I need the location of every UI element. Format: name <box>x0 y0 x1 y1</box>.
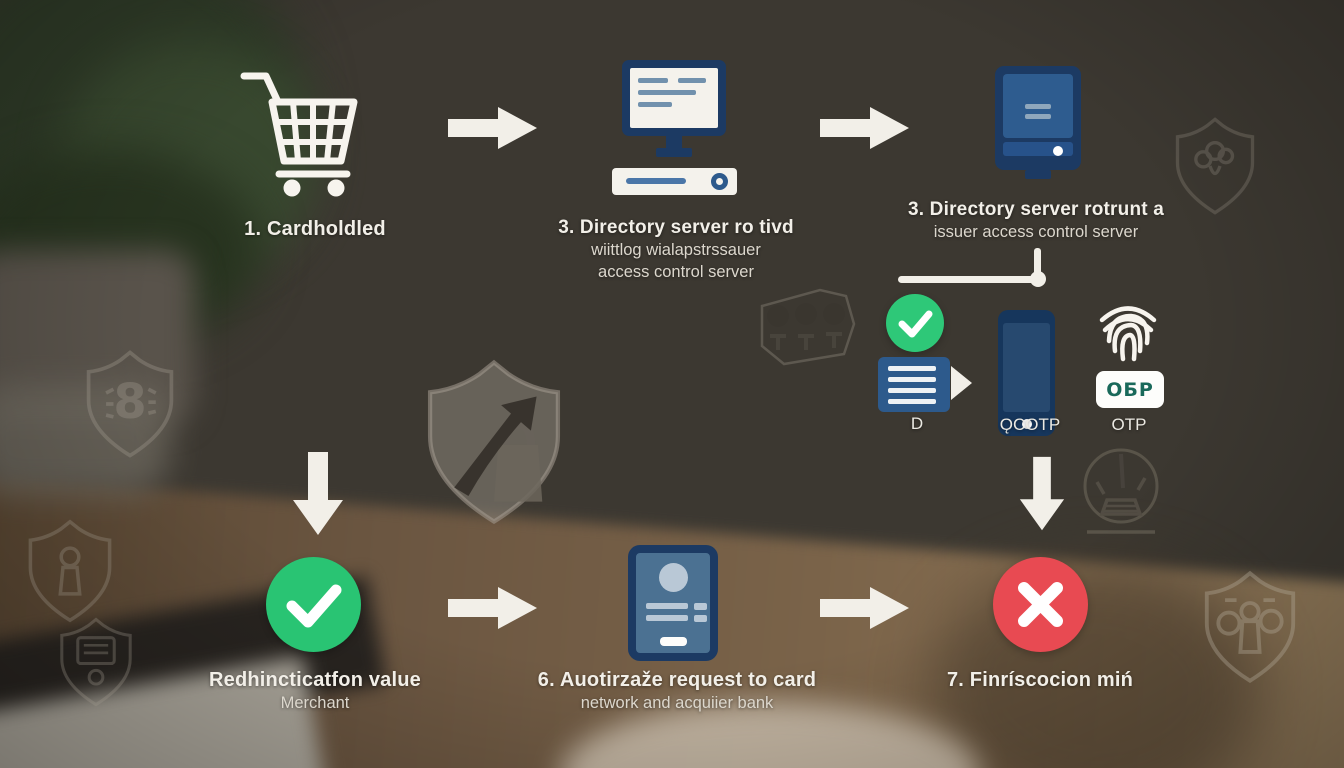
arrow-down-icon <box>292 452 344 541</box>
arrow-down-icon <box>1019 452 1065 541</box>
shield-watermark-icon <box>60 617 132 707</box>
play-triangle-icon <box>951 366 972 400</box>
connector-line <box>1034 248 1041 278</box>
shield-watermark-icon <box>427 359 561 525</box>
step-subtitle: wiittlog wialapstrssauer <box>591 241 761 259</box>
shield-numeral: 8 <box>113 375 146 430</box>
fingerprint-icon <box>1099 306 1157 362</box>
step-label-directory: 3. Directory server ro tivd wiittlog wia… <box>558 217 794 283</box>
step-label-authorize: 6. Auotirzaže request to card network an… <box>538 669 816 714</box>
step-subtitle: access control server <box>598 262 754 281</box>
smartphone-icon <box>998 310 1055 436</box>
step-subtitle: issuer access control server <box>933 223 1139 241</box>
arrow-right-icon <box>820 586 910 635</box>
step-title: 3. Directory server rotrunt a <box>907 199 1165 220</box>
auth-method-label: D <box>910 414 924 433</box>
step-title: 7. Finríscocion miń <box>946 669 1134 691</box>
arrow-right-icon <box>820 106 910 155</box>
id-card-icon <box>628 545 718 661</box>
auth-method-label: OTP <box>1111 415 1147 434</box>
lock-body <box>494 444 543 502</box>
shield-watermark-icon <box>28 519 112 623</box>
list-document-icon <box>878 357 950 412</box>
otp-pill: ОБР <box>1096 371 1164 408</box>
connector-line <box>898 276 1040 283</box>
check-circle-icon <box>886 294 944 352</box>
check-circle-icon <box>266 557 361 652</box>
step-title: Redhincticatfon value <box>208 669 422 691</box>
keyboard-icon <box>612 168 737 195</box>
step-title: 6. Auotirzaže request to card <box>537 669 817 691</box>
desk-shadow <box>930 560 1260 768</box>
arrow-glyph <box>454 396 537 496</box>
auth-method-label: ǪCOTP <box>999 415 1061 434</box>
background-object <box>0 385 170 495</box>
beacon-ghost-icon <box>1083 448 1159 534</box>
plug-ghost-icon <box>760 288 856 366</box>
step-label-finish: 7. Finríscocion miń <box>947 669 1133 692</box>
x-circle-icon <box>993 557 1088 652</box>
connector-dot <box>1030 271 1046 287</box>
step-label-cardholder: 1. Cardholdled <box>244 218 386 241</box>
desktop-monitor-icon <box>622 60 726 157</box>
arrow-right-icon <box>448 586 538 635</box>
shield-watermark-icon: 8 <box>86 350 174 458</box>
tablet-server-icon <box>995 66 1081 179</box>
shopping-cart-icon <box>240 72 358 197</box>
shield-watermark-icon <box>1175 117 1255 215</box>
step-title: 1. Cardholdled <box>244 218 386 240</box>
monitor-screen <box>630 68 718 128</box>
step-title: 3. Directory server ro tivd <box>558 217 794 238</box>
step-subtitle: network and acquiier bank <box>580 694 774 712</box>
step-label-acs: 3. Directory server rotrunt a issuer acc… <box>908 199 1164 243</box>
step-subtitle: Merchant <box>280 694 350 712</box>
shield-watermark-icon <box>1204 570 1296 684</box>
step-label-auth-value: Redhincticatfon value Merchant <box>209 669 421 714</box>
arrow-right-icon <box>448 106 538 155</box>
